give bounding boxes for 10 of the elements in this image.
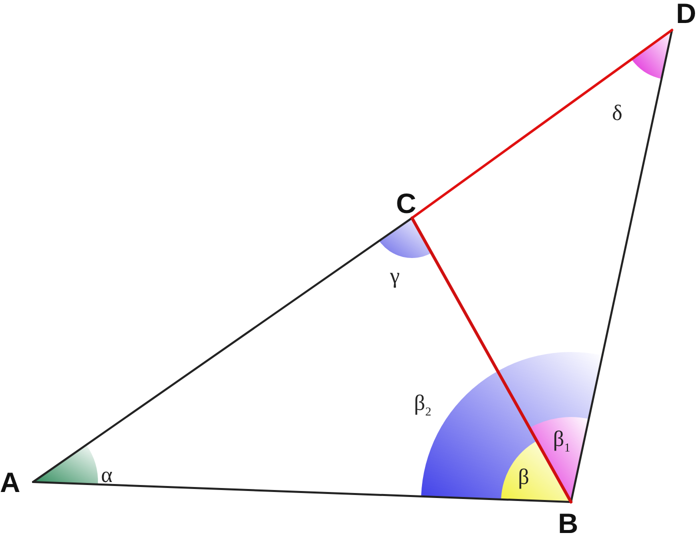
angle-label: β$_{2}$ <box>414 392 432 418</box>
vertex-label: B <box>558 510 578 538</box>
angle-label: α <box>101 464 113 486</box>
angle-label: β$_{1}$ <box>553 428 570 454</box>
vertex-label: D <box>676 0 696 28</box>
angle-label: β <box>518 466 530 488</box>
vertex-label: A <box>0 469 20 497</box>
vertex-label: C <box>396 190 416 218</box>
angle-label: δ <box>612 102 622 124</box>
angle-label: γ <box>390 265 400 287</box>
